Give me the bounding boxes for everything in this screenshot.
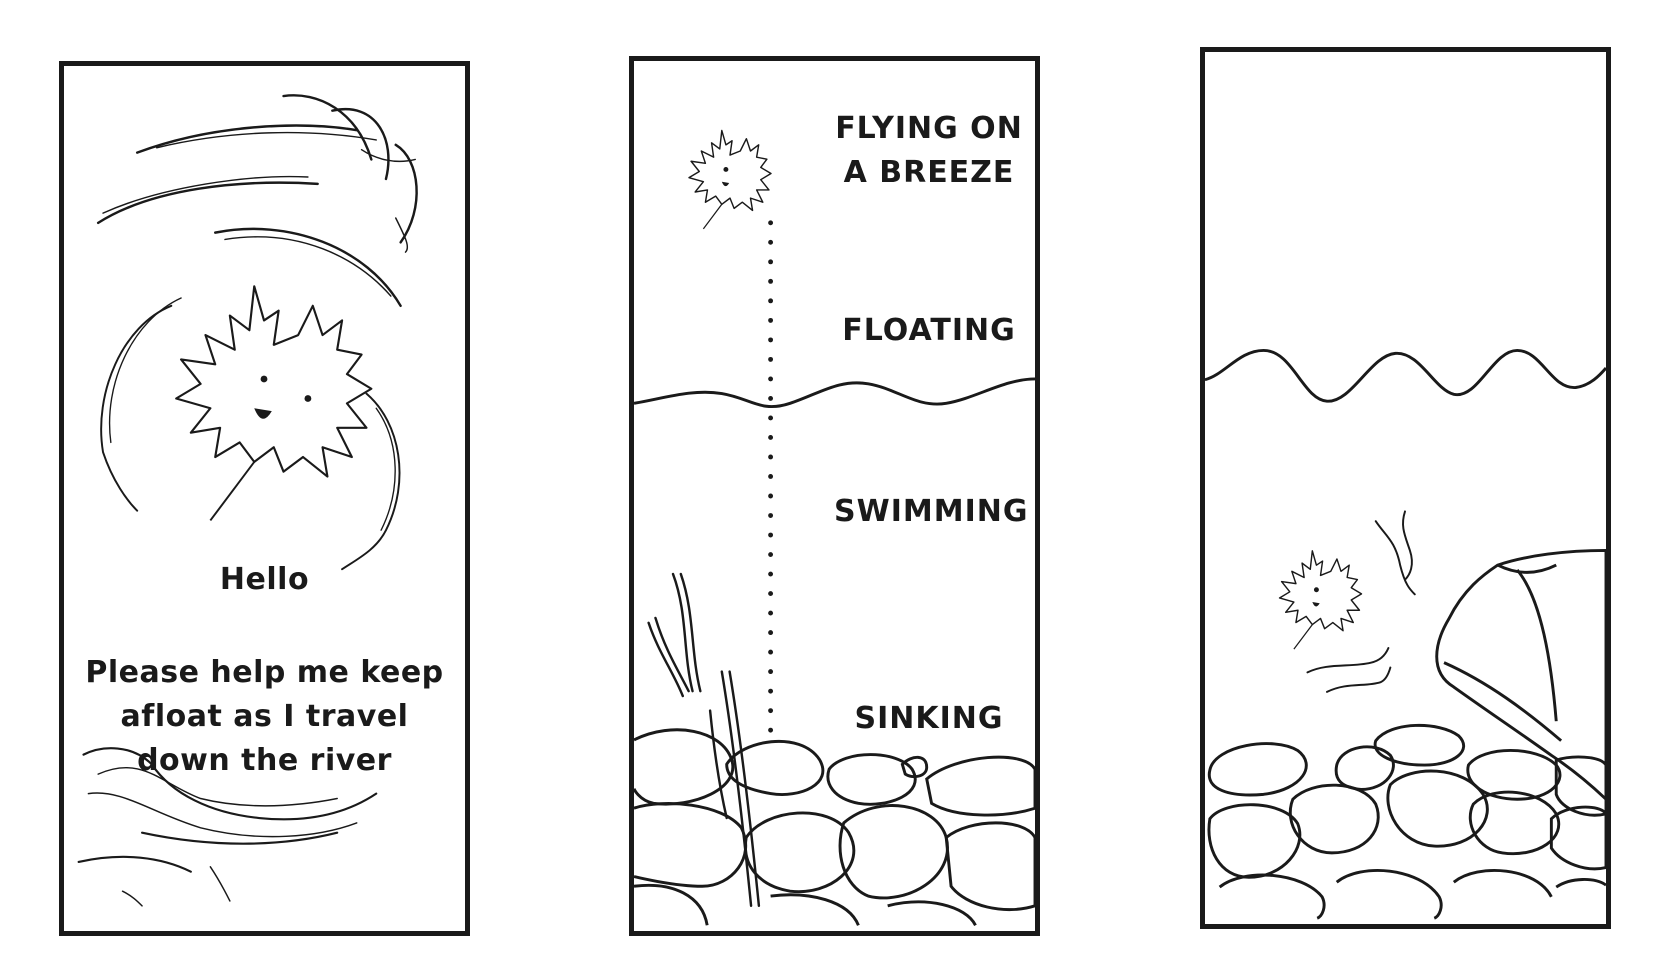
label-swimming: SWIMMING <box>834 494 1029 529</box>
panel-hello-art <box>77 94 418 907</box>
current-ripple-icon <box>1306 510 1416 693</box>
maple-leaf-icon <box>688 129 772 230</box>
message-text: Please help me keep afloat as I travel d… <box>85 655 444 778</box>
label-sinking: SINKING <box>854 701 1004 736</box>
water-wave-icon <box>1205 348 1606 403</box>
panel-journey: FLYING ON A BREEZE FLOATING SWIMMING SIN… <box>629 56 1040 936</box>
wind-swirl-icon <box>100 297 401 571</box>
path-dots <box>768 220 774 733</box>
panel-hello: Hello Please help me keep afloat as I tr… <box>59 61 470 936</box>
wind-swirl-icon <box>96 94 418 308</box>
panel-river-art <box>1205 348 1606 920</box>
river-rock-icon <box>1207 723 1606 920</box>
panel-river <box>1200 47 1611 929</box>
label-floating: FLOATING <box>842 313 1016 348</box>
greeting-text: Hello <box>219 562 310 597</box>
label-flying: FLYING ON A BREEZE <box>835 111 1023 190</box>
maple-leaf-icon <box>1278 550 1363 650</box>
maple-leaf-icon <box>175 285 373 522</box>
river-rock-icon <box>634 728 1035 927</box>
river-rock-icon <box>1435 548 1606 802</box>
panel-journey-art <box>634 129 1035 927</box>
water-wave-icon <box>634 377 1035 409</box>
wind-swirl-icon <box>77 747 378 907</box>
reed-icon <box>647 572 761 908</box>
